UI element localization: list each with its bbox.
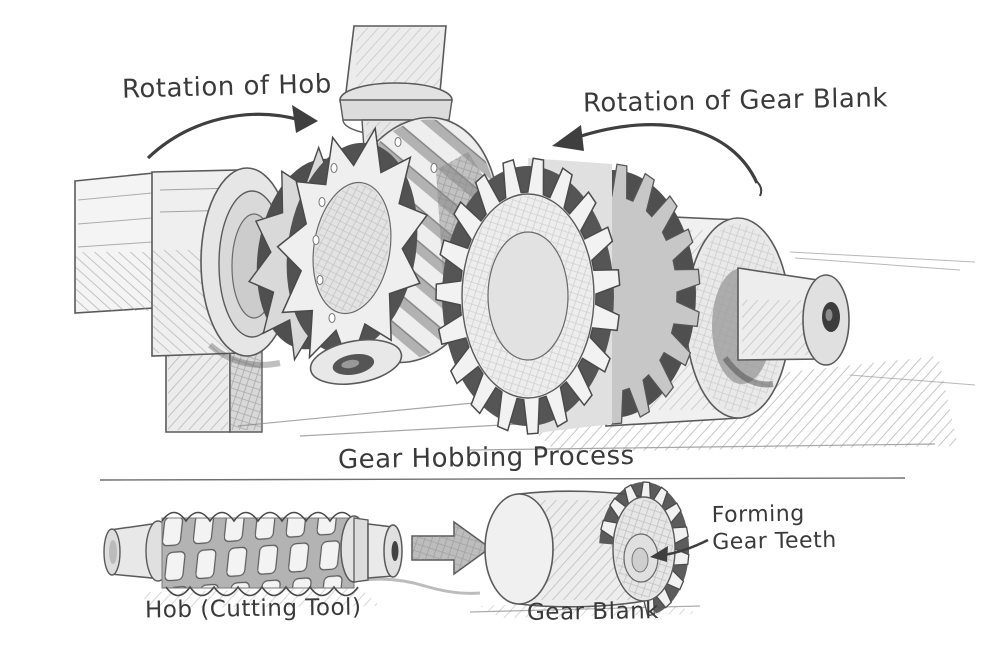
label-forming-line2: Gear Teeth <box>712 527 837 556</box>
hob-tool-bottom-teeth-outline <box>165 585 359 597</box>
hob-tool-top-teeth-outline <box>161 511 355 523</box>
gear-blank-drawing <box>469 481 701 618</box>
machine-beam <box>74 172 155 314</box>
hob-tool-drawing <box>103 511 481 608</box>
hob-tool-body <box>161 517 355 589</box>
section-divider <box>99 477 906 481</box>
label-gear-blank: Gear Blank <box>526 598 660 626</box>
hob-bore <box>309 339 403 385</box>
label-hob-cutting-tool: Hob (Cutting Tool) <box>144 594 362 624</box>
label-forming-line1: Forming <box>711 501 805 529</box>
bottom-scene <box>103 481 709 618</box>
forming-teeth <box>600 481 690 617</box>
blank-rotation-arrow <box>552 123 763 197</box>
process-arrow <box>411 520 492 576</box>
gear-face-recess <box>487 231 569 361</box>
forming-arrow <box>650 538 709 562</box>
gear-shaft <box>737 267 850 366</box>
blank-left-face <box>484 493 554 605</box>
caption-gear-hobbing-process: Gear Hobbing Process <box>337 440 635 476</box>
label-forming-gear-teeth: Forming Gear Teeth <box>712 500 837 556</box>
main-scene <box>74 25 976 452</box>
label-rotation-of-hob: Rotation of Hob <box>121 69 333 105</box>
gear-blank-assembly <box>435 157 850 435</box>
label-rotation-of-gear-blank: Rotation of Gear Blank <box>582 83 889 119</box>
hob-rotation-arrow <box>146 105 318 160</box>
